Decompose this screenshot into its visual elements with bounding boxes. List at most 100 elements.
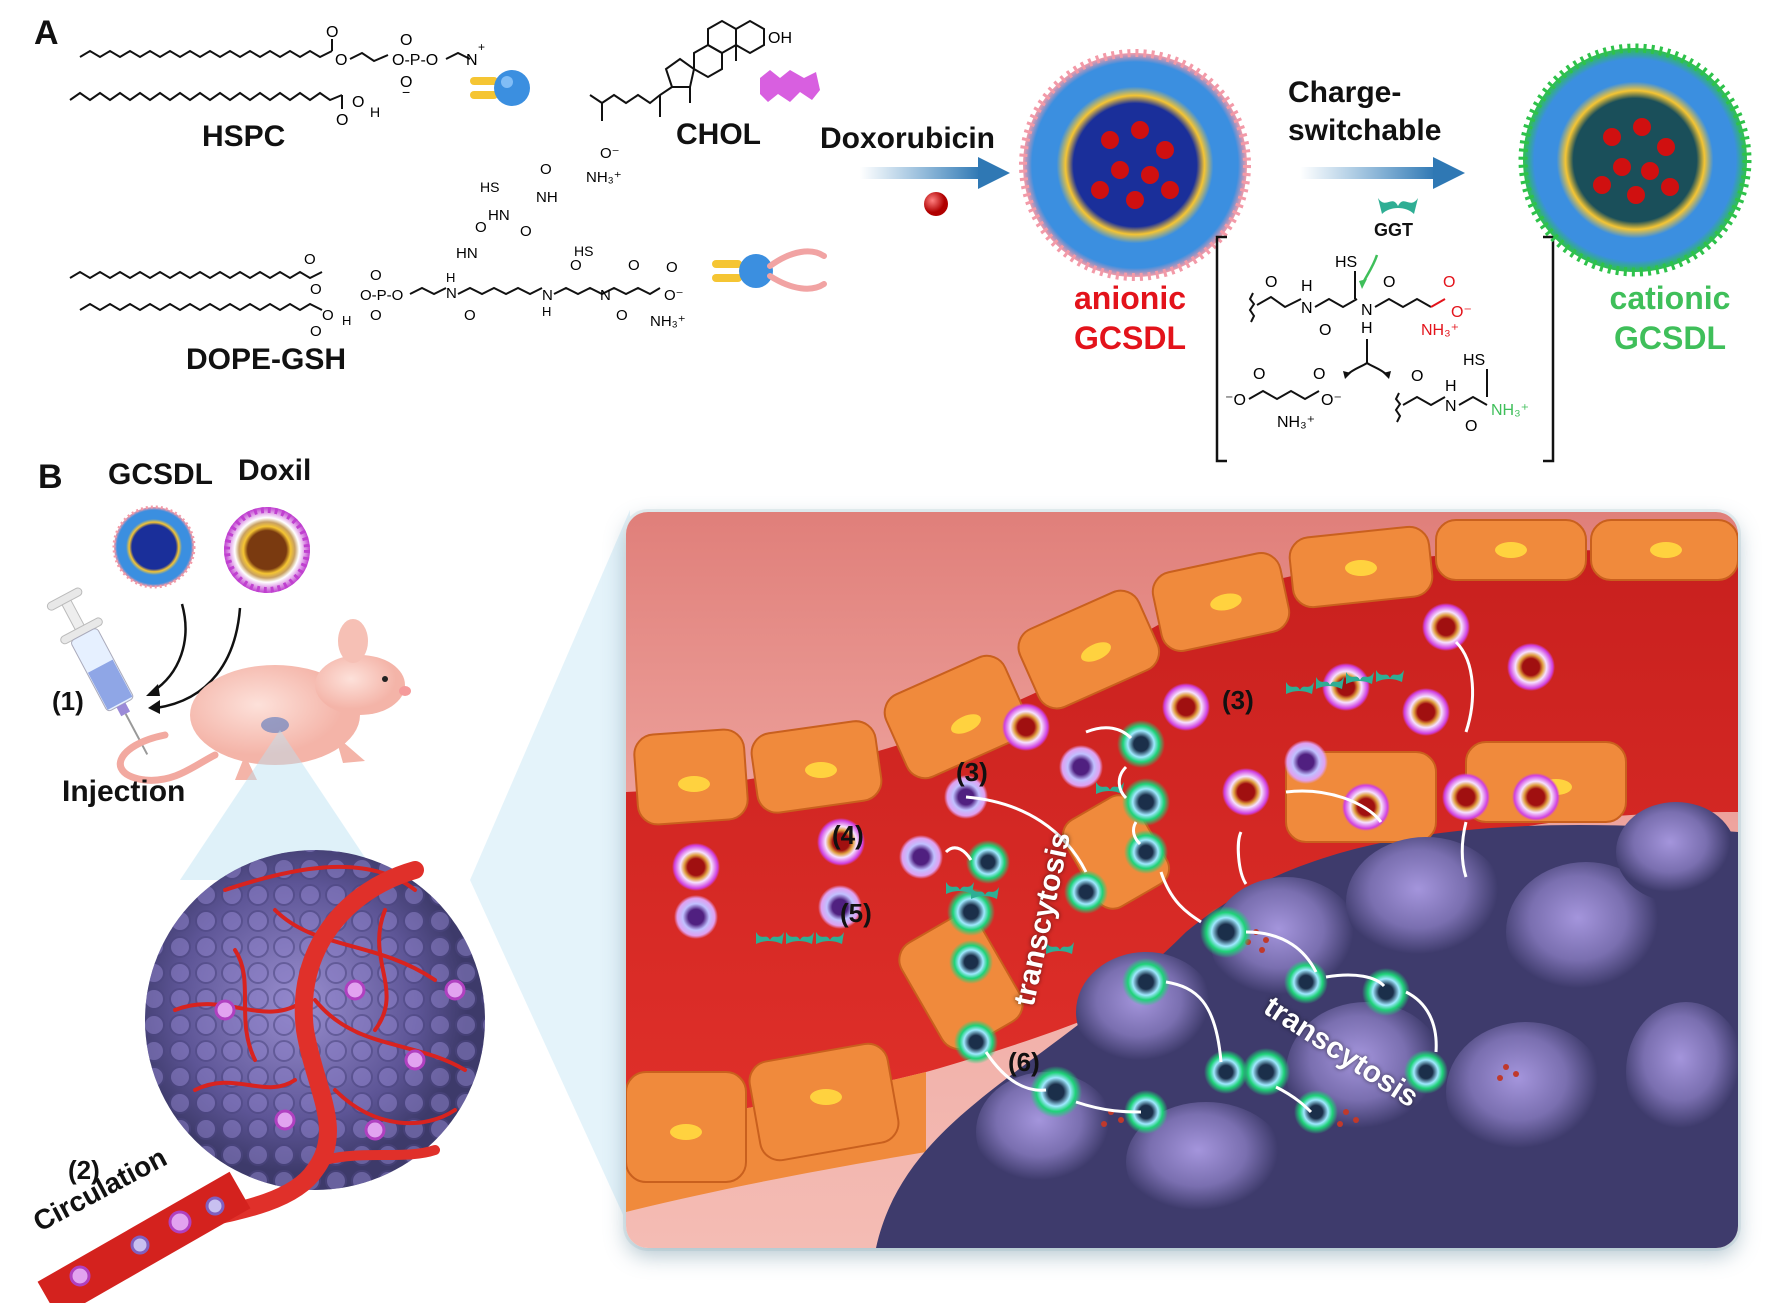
anionic-line2: GCSDL xyxy=(1074,320,1186,356)
svg-text:N: N xyxy=(466,52,478,69)
svg-text:O: O xyxy=(370,307,382,324)
svg-text:O: O xyxy=(352,94,364,111)
step-4-label: (4) xyxy=(832,820,864,850)
nanoparticles xyxy=(672,603,1560,1134)
svg-text:HS: HS xyxy=(1335,254,1357,271)
dope-gsh-label: DOPE-GSH xyxy=(186,343,347,376)
hspc-structure: O O O-P-O O O − N + O H O xyxy=(69,24,485,129)
svg-text:O⁻: O⁻ xyxy=(1321,392,1342,409)
charge-switchable-line1: Charge- xyxy=(1288,76,1402,109)
svg-text:O: O xyxy=(570,257,582,274)
step-3-label-b: (3) xyxy=(1222,685,1254,715)
svg-text:H: H xyxy=(1445,378,1457,395)
svg-text:O: O xyxy=(1253,366,1265,383)
svg-text:O: O xyxy=(1465,418,1477,435)
svg-text:O: O xyxy=(326,24,338,41)
zoom-cone-tumor xyxy=(180,730,380,880)
svg-text:NH₃⁺: NH₃⁺ xyxy=(1491,402,1529,419)
svg-text:O: O xyxy=(1265,274,1277,291)
doxorubicin-molecule-icon xyxy=(924,192,948,216)
svg-text:O: O xyxy=(540,161,552,178)
ggt-enzyme-icon xyxy=(1378,198,1418,214)
anionic-gcsdl-liposome xyxy=(1019,49,1251,281)
svg-text:O: O xyxy=(520,223,532,240)
ggt-label: GGT xyxy=(1374,220,1413,240)
svg-text:O: O xyxy=(310,323,322,340)
svg-text:NH₃⁺: NH₃⁺ xyxy=(650,313,686,330)
step-5-label: (5) xyxy=(840,898,872,928)
svg-text:O: O xyxy=(322,307,334,324)
step-1-injection-label: Injection xyxy=(62,775,186,808)
svg-text:O: O xyxy=(370,267,382,284)
svg-text:O: O xyxy=(336,112,348,129)
ggt-enzymes xyxy=(756,670,1404,954)
circulation-vessel xyxy=(37,1171,251,1303)
svg-text:NH: NH xyxy=(536,189,558,206)
svg-text:O⁻: O⁻ xyxy=(1451,304,1472,321)
svg-text:H: H xyxy=(542,304,551,319)
svg-text:N: N xyxy=(542,287,553,304)
svg-text:O: O xyxy=(1383,274,1395,291)
doxil-small-liposome xyxy=(224,507,310,593)
gcsdl-small-liposome xyxy=(112,505,196,589)
chol-label: CHOL xyxy=(676,118,761,151)
svg-text:N: N xyxy=(446,285,457,302)
svg-text:H: H xyxy=(1361,320,1373,337)
step-1-label: (1) xyxy=(52,686,84,716)
svg-text:O: O xyxy=(666,259,678,276)
svg-text:H: H xyxy=(446,270,455,285)
cholesterol-icon xyxy=(760,70,820,102)
phospholipid-icon xyxy=(470,70,530,106)
chol-structure: OH xyxy=(589,19,792,121)
syringe-icon xyxy=(46,587,149,755)
svg-text:O: O xyxy=(616,307,628,324)
svg-text:O: O xyxy=(475,219,487,236)
step-6-label: (6) xyxy=(1008,1047,1040,1077)
svg-text:O: O xyxy=(1313,366,1325,383)
injection-arrows xyxy=(146,603,242,714)
doxil-particles xyxy=(672,603,1560,891)
svg-text:O⁻: O⁻ xyxy=(600,145,620,162)
cationic-label: cationic GCSDL xyxy=(1590,278,1750,358)
svg-text:O: O xyxy=(304,251,316,268)
svg-text:O⁻: O⁻ xyxy=(664,287,684,304)
svg-text:N: N xyxy=(1301,300,1313,317)
tumor-microenvironment-panel: (3) (3) (4) (5) (6) transcytosis transcy… xyxy=(626,512,1738,1248)
svg-text:+: + xyxy=(478,40,485,54)
svg-text:O: O xyxy=(464,307,476,324)
step-2-label: (2) xyxy=(68,1155,100,1185)
svg-text:−: − xyxy=(402,84,410,100)
svg-text:N: N xyxy=(1361,302,1373,319)
svg-text:NH₃⁺: NH₃⁺ xyxy=(586,169,622,186)
gcsdl-cationic-particles xyxy=(947,720,1448,1134)
svg-text:O: O xyxy=(1319,322,1331,339)
hspc-label: HSPC xyxy=(202,120,286,153)
svg-text:H: H xyxy=(370,104,380,120)
svg-text:HS: HS xyxy=(1463,352,1485,369)
svg-text:N: N xyxy=(1445,398,1457,415)
pathway-arrows xyxy=(944,640,1475,1114)
svg-text:H: H xyxy=(342,313,351,328)
doxil-particles-on-tumor xyxy=(214,979,466,1141)
oh-label: OH xyxy=(768,30,792,47)
anionic-line1: anionic xyxy=(1073,280,1186,316)
svg-text:O: O xyxy=(335,52,347,69)
tumor-sphere xyxy=(145,850,485,1229)
svg-text:HS: HS xyxy=(574,243,593,259)
mouse-illustration xyxy=(116,619,411,784)
svg-text:O-P-O: O-P-O xyxy=(360,287,403,304)
svg-text:HN: HN xyxy=(488,207,510,224)
svg-text:O-P-O: O-P-O xyxy=(392,52,438,69)
svg-text:O: O xyxy=(1411,368,1423,385)
doxorubicin-label: Doxorubicin xyxy=(820,122,996,155)
svg-text:NH₃⁺: NH₃⁺ xyxy=(1277,414,1315,431)
svg-text:⁻O: ⁻O xyxy=(1225,392,1246,409)
svg-text:N: N xyxy=(600,287,611,304)
zoom-cone-panel xyxy=(470,510,630,1230)
svg-text:O: O xyxy=(400,32,412,49)
charge-switchable-line2: switchable xyxy=(1288,114,1442,147)
svg-text:O: O xyxy=(628,257,640,274)
svg-text:O: O xyxy=(1443,274,1455,291)
ggt-reaction-scheme: O N H O HS N H O O O⁻ NH₃⁺ ⁻O O O O⁻ NH₃… xyxy=(1215,235,1555,463)
charge-switchable-label: Charge- switchable xyxy=(1288,74,1441,150)
